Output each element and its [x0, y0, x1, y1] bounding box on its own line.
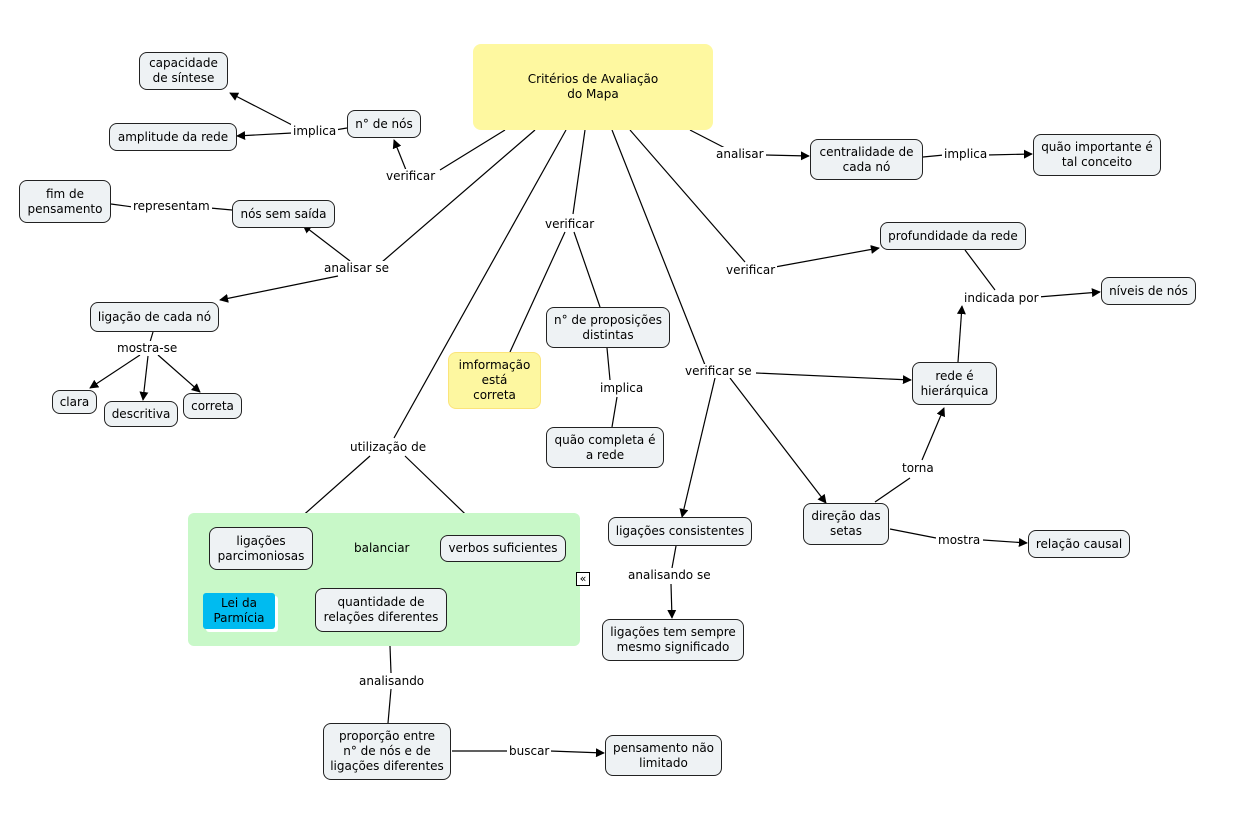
node-numero-nos[interactable]: n° de nós [347, 110, 421, 138]
edge-root-utilizacao [393, 129, 567, 439]
label-balanciar: balanciar [352, 541, 412, 555]
edge-analisarse-nossemsaida [302, 224, 351, 262]
label-buscar: buscar [507, 744, 552, 758]
label-indicada-por: indicada por [962, 291, 1041, 305]
node-quantidade-relacoes[interactable]: quantidade de relações diferentes [315, 588, 447, 632]
edge-implica-capacidade [229, 92, 295, 127]
edge-mostra-relacao [982, 537, 1028, 547]
node-correta[interactable]: correta [183, 393, 242, 419]
edge-mostrase-descritiva [139, 355, 149, 401]
edge-nossemsaida-representam [209, 207, 233, 211]
label-implica-3: implica [598, 381, 646, 395]
edge-root-verificarse [611, 129, 706, 366]
node-quao-importante[interactable]: quão importante é tal conceito [1033, 134, 1161, 176]
label-verificar-se: verificar se [683, 364, 754, 378]
edge-analisando-proporcao [387, 688, 392, 724]
node-rede-hierarquica[interactable]: rede é hierárquica [912, 362, 997, 405]
node-relacao-causal[interactable]: relação causal [1028, 530, 1130, 558]
edge-torna-hierarquica [921, 407, 945, 461]
label-verificar-3: verificar [724, 263, 778, 277]
edge-root-analisarse [381, 129, 536, 263]
node-pensamento-nao-limitado[interactable]: pensamento não limitado [605, 735, 722, 776]
edge-verificar2-imformacao [509, 231, 566, 353]
label-analisando: analisando [357, 674, 427, 688]
node-imformacao-correta[interactable]: imformação está correta [448, 352, 541, 409]
edge-implica-quaocompleta [611, 396, 618, 428]
label-torna: torna [900, 461, 936, 475]
label-utilizacao-de: utilização de [348, 440, 429, 454]
edge-mostrase-correta [157, 354, 201, 393]
edge-representam-fim [110, 203, 134, 208]
node-num-proposicoes[interactable]: n° de proposições distintas [546, 307, 670, 348]
label-analisando-se: analisando se [626, 568, 713, 582]
label-representam: representam [131, 199, 212, 213]
node-niveis-nos[interactable]: níveis de nós [1101, 277, 1196, 305]
node-fim-pensamento[interactable]: fim de pensamento [19, 180, 111, 223]
label-verificar-2: verificar [543, 217, 597, 231]
node-profundidade-rede[interactable]: profundidade da rede [880, 222, 1026, 250]
node-clara[interactable]: clara [52, 390, 97, 414]
edge-indicada-niveis [1037, 288, 1101, 298]
edge-ligacao-mostrase [149, 331, 154, 343]
node-ligacao-cada-no[interactable]: ligação de cada nó [90, 302, 219, 332]
edge-root-verificar2 [572, 129, 586, 215]
edge-consistentes-analisandose [671, 545, 677, 569]
node-quao-completa[interactable]: quão completa é a rede [546, 427, 664, 468]
label-implica-2: implica [942, 147, 990, 161]
edge-verificarse-consistentes [679, 377, 716, 518]
edge-direcao-torna [874, 477, 911, 503]
edge-verificar2-proposicoes [573, 231, 601, 308]
label-mostra: mostra [936, 533, 983, 547]
edge-implica-quaoimportante [986, 149, 1033, 159]
edge-verificar3-profundidade [774, 245, 880, 268]
node-lei-parmicia[interactable]: Lei da Parmícia [203, 593, 275, 629]
node-centralidade[interactable]: centralidade de cada nó [810, 139, 923, 180]
edge-verificarse-hierarquica [755, 372, 912, 385]
edge-centralidade-implica [922, 154, 945, 158]
edge-verificarse-direcao [729, 377, 827, 504]
edge-analisar-centralidade [764, 151, 810, 161]
edge-root-analisar [689, 129, 726, 149]
label-implica-1: implica [291, 124, 339, 138]
label-verificar-1: verificar [384, 169, 438, 183]
edge-root-verificar3 [629, 129, 746, 263]
edge-analisandose-significado [667, 583, 677, 619]
node-ligacoes-mesmo-significado[interactable]: ligações tem sempre mesmo significado [602, 619, 744, 661]
edge-mostrase-clara [89, 354, 141, 389]
edge-hierarquica-indicada [956, 305, 966, 363]
edge-analisarse-ligacao [219, 275, 339, 303]
edge-buscar-pensamento [549, 748, 605, 758]
label-analisar-se: analisar se [322, 261, 391, 275]
node-direcao-setas[interactable]: direção das setas [803, 503, 889, 545]
node-root[interactable]: Critérios de Avaliação do Mapa [473, 44, 713, 130]
edge-group-analisando [389, 645, 392, 674]
edge-verificar1-numnos [392, 139, 407, 171]
node-nos-sem-saida[interactable]: nós sem saída [232, 200, 335, 228]
node-descritiva[interactable]: descritiva [104, 401, 178, 427]
edge-direcao-mostra [889, 528, 937, 539]
node-amplitude-rede[interactable]: amplitude da rede [109, 123, 237, 151]
label-analisar: analisar [714, 147, 766, 161]
node-ligacoes-consistentes[interactable]: ligações consistentes [608, 517, 752, 546]
label-mostra-se: mostra-se [115, 341, 180, 355]
node-proporcao[interactable]: proporção entre n° de nós e de ligações … [323, 723, 451, 780]
edge-proposicoes-implica [606, 347, 611, 381]
collapse-icon[interactable]: « [576, 572, 590, 586]
node-verbos-suficientes[interactable]: verbos suficientes [440, 535, 566, 562]
edge-root-verificar1 [439, 129, 506, 171]
node-capacidade-sintese[interactable]: capacidade de síntese [139, 52, 228, 90]
edge-implica-amplitude [236, 131, 293, 141]
edge-profundidade-indicada [964, 249, 996, 291]
node-ligacoes-parcimoniosas[interactable]: ligações parcimoniosas [209, 527, 313, 570]
